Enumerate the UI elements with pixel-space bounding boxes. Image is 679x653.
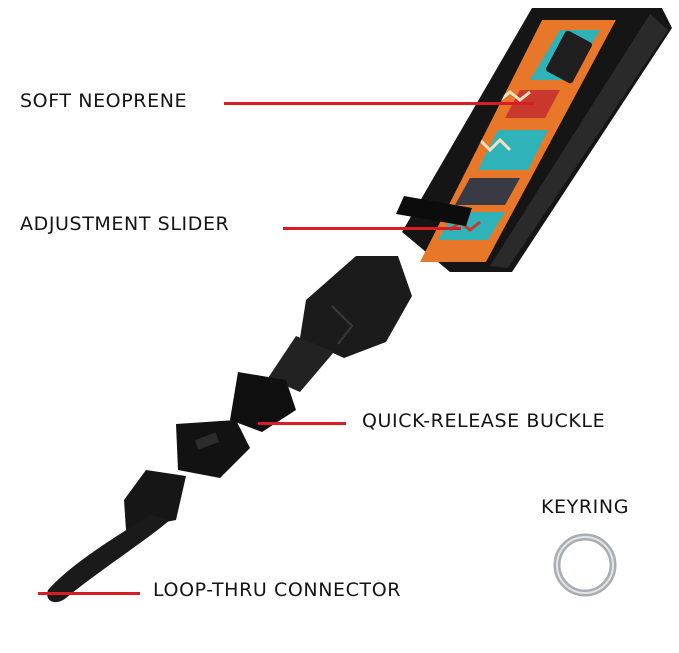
cord-end [124,470,186,530]
leader-line-loop-thru-connector [38,592,140,595]
webbing [268,336,334,392]
neoprene-pad-edge [490,14,668,268]
buckle-female [176,420,250,478]
leather-tab [300,256,412,358]
callout-adjustment-slider: ADJUSTMENT SLIDER [20,213,230,235]
leader-line-adjustment-slider [283,227,461,230]
leader-line-quick-release-buckle [258,422,346,425]
callout-quick-release-buckle: QUICK-RELEASE BUCKLE [362,410,606,432]
lanyard-loop [47,515,170,603]
leader-line-soft-neoprene [224,102,534,105]
brand-patch [546,30,592,84]
callout-soft-neoprene: SOFT NEOPRENE [20,90,188,112]
buckle-male [230,372,296,432]
adjustment-slider [396,196,472,226]
callout-keyring: KEYRING [541,496,630,518]
callout-loop-thru-connector: LOOP-THRU CONNECTOR [153,579,402,601]
